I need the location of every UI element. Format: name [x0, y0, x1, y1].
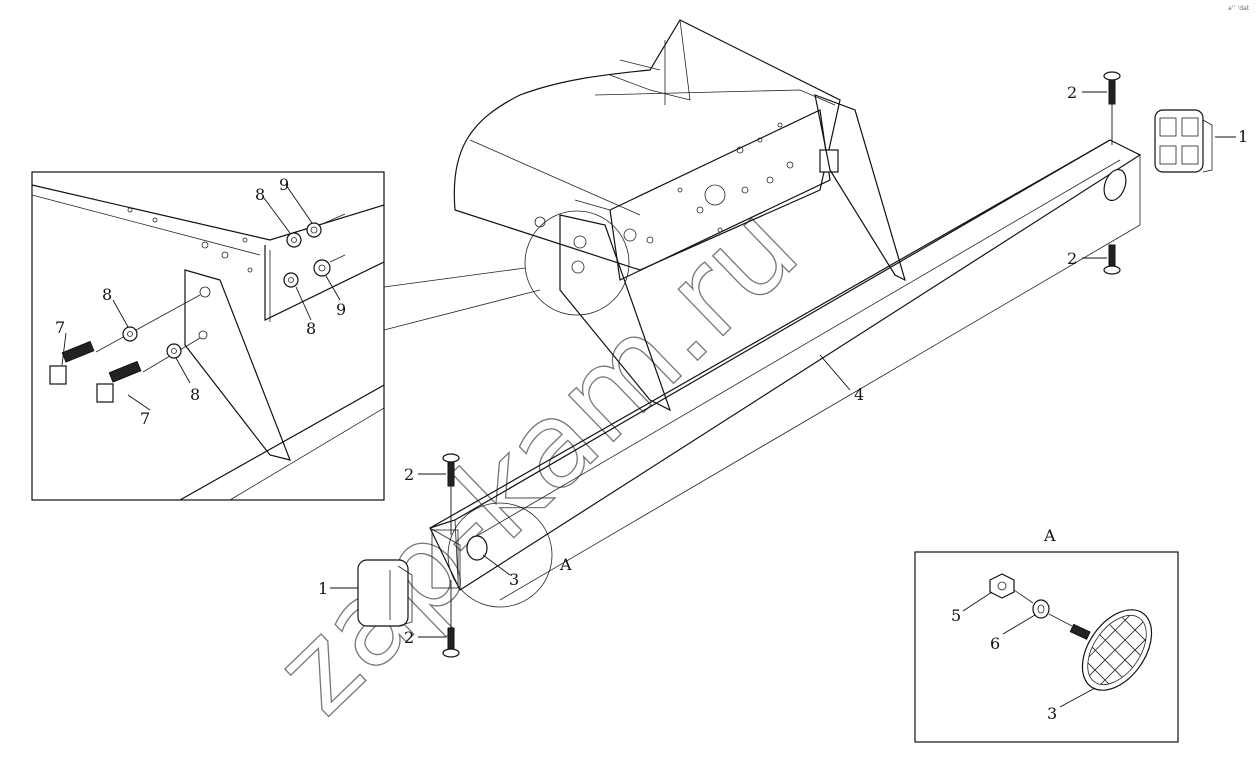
- callout-1-right: 1: [1238, 127, 1248, 146]
- screw-bottom-right: [1103, 244, 1121, 275]
- callout-3-main: 3: [509, 570, 519, 589]
- callout-7-lower: 7: [140, 409, 150, 428]
- callout-9-b: 9: [336, 300, 346, 319]
- callout-9-a: 9: [279, 175, 289, 194]
- screw-top-left: [442, 453, 460, 535]
- bolt-lower: [96, 337, 201, 403]
- leader-lines: [61, 91, 1236, 708]
- callout-5: 5: [951, 606, 961, 625]
- callout-labels: 1 1 2 2 2 2 3 4 A A 5 6 3 7 7 8 8 8 8 9 …: [55, 83, 1248, 723]
- callout-8-b: 8: [190, 385, 200, 404]
- callout-1-left: 1: [318, 579, 328, 598]
- callout-7-upper: 7: [55, 318, 65, 337]
- callout-8-a: 8: [102, 285, 112, 304]
- watermark: zap-kam.ru: [249, 178, 824, 740]
- detail-a-circle: [447, 502, 553, 608]
- callout-2-top-right: 2: [1067, 83, 1077, 102]
- callout-2-top-left: 2: [404, 465, 414, 484]
- callout-8-d: 8: [306, 319, 316, 338]
- screws: [442, 71, 1121, 658]
- screw-top-right: [1103, 71, 1121, 145]
- bolt-upper: [49, 294, 201, 385]
- bracket-detail-view: [31, 171, 630, 501]
- frame-body: [453, 19, 906, 412]
- callout-6: 6: [990, 634, 1000, 653]
- callout-8-c: 8: [255, 185, 265, 204]
- callout-3-detail: 3: [1047, 704, 1057, 723]
- corner-mark: a’’ ‘dat: [1228, 5, 1250, 12]
- reflector-detail-view-a: [914, 551, 1179, 743]
- main-tube: [429, 139, 1142, 608]
- detail-a-title: A: [1043, 526, 1056, 545]
- end-cap-right: [1154, 109, 1213, 173]
- view-marker-a: A: [559, 555, 572, 574]
- callout-4: 4: [854, 385, 864, 404]
- end-cap-left: [357, 559, 413, 627]
- callout-2-bottom-right: 2: [1067, 249, 1077, 268]
- screw-bottom-left: [442, 580, 460, 658]
- callout-2-bottom-left: 2: [404, 628, 414, 647]
